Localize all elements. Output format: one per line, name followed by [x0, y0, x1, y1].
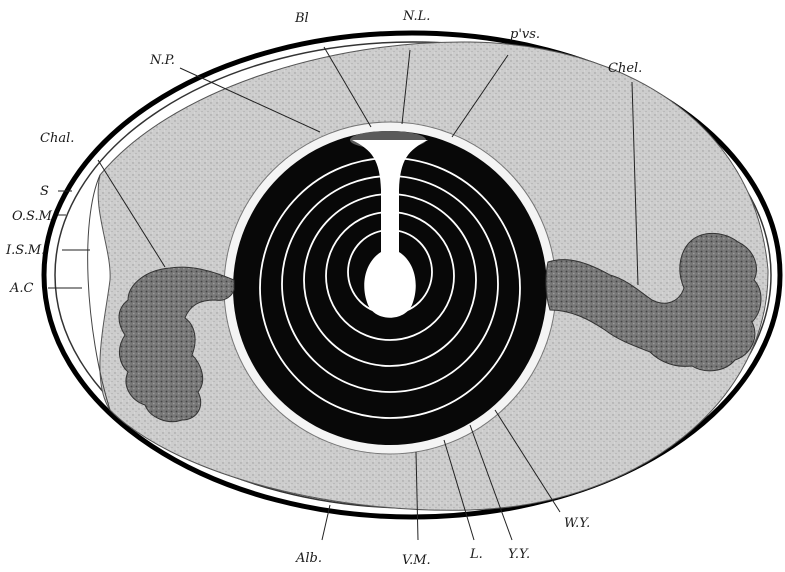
label-chal: Chal.	[40, 131, 74, 146]
label-ism: I.S.M.	[5, 243, 45, 258]
label-s: S	[40, 184, 49, 199]
label-nl: N.L.	[402, 9, 430, 24]
label-chel: Chel.	[608, 61, 642, 76]
label-alb: Alb.	[295, 551, 322, 566]
label-bl: Bl	[294, 11, 309, 26]
label-osm: O.S.M	[12, 209, 53, 224]
label-np: N.P.	[149, 53, 175, 68]
label-vm: V.M.	[402, 553, 431, 568]
label-wy: W.Y.	[564, 516, 590, 531]
label-l: L.	[469, 547, 483, 562]
label-ac: A.C	[9, 281, 34, 296]
label-pvs: p'vs.	[510, 27, 540, 42]
label-yy: Y.Y.	[508, 547, 530, 562]
